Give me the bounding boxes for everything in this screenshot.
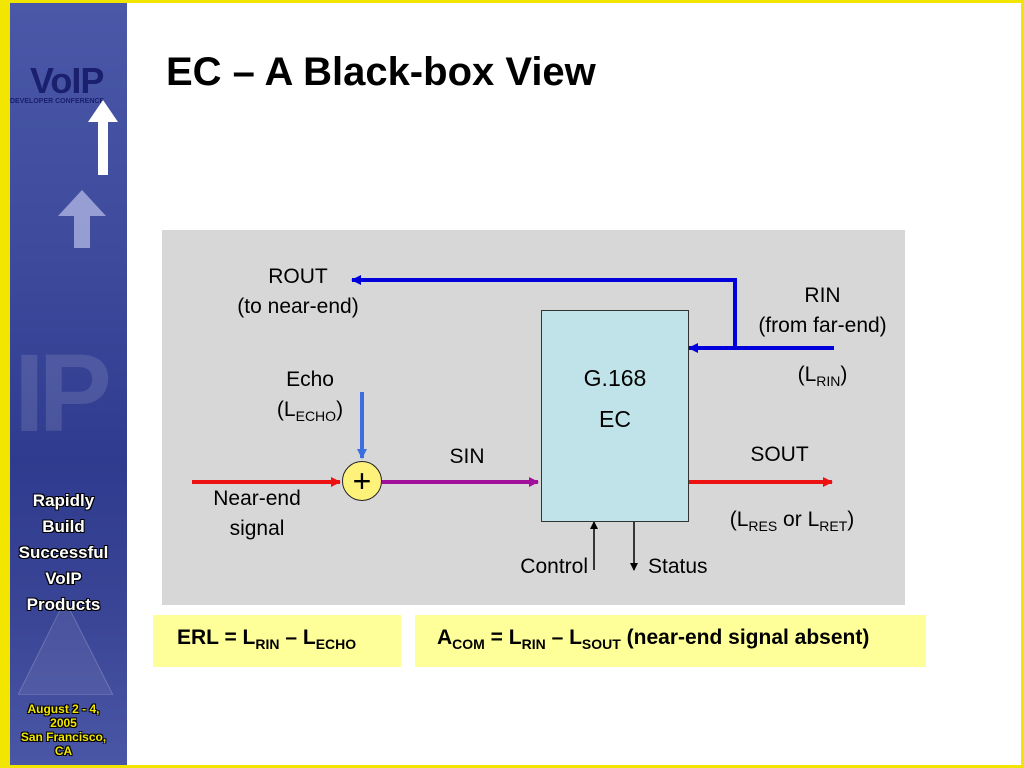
sout-label: SOUT (750, 443, 809, 466)
summing-junction: + (342, 461, 382, 501)
near-end-label: Near-end signal (213, 487, 301, 540)
ec-box-line2: EC (599, 406, 631, 432)
sin-label: SIN (449, 445, 485, 468)
ec-box-line1: G.168 (583, 365, 647, 391)
signal-arrows (192, 275, 834, 571)
status-label: Status (648, 555, 708, 578)
control-label: Control (520, 555, 588, 578)
sidebar: VoIP DEVELOPER CONFERENCE IP Rapidly Bui… (0, 0, 127, 768)
sout-level-label: (LRES or LRET) (729, 508, 855, 535)
pyramid-icon (18, 600, 113, 695)
slide-title: EC – A Black-box View (166, 50, 596, 94)
erl-formula: ERL = LRIN – LECHO (153, 615, 401, 668)
up-arrow-icon (88, 100, 118, 175)
up-arrow-icon (58, 190, 106, 248)
event-info: August 2 - 4, 2005 San Francisco, CA (20, 702, 107, 758)
rin-label: RIN (from far-end) (758, 284, 887, 337)
sidebar-tagline: Rapidly Build Successful VoIP Products (18, 491, 109, 614)
rout-label: ROUT (to near-end) (237, 265, 359, 318)
voip-logo: VoIP DEVELOPER CONFERENCE (10, 60, 127, 108)
ip-watermark-icon: IP (14, 332, 112, 455)
sidebar-accent-strip (0, 0, 10, 768)
logo-text: VoIP (30, 60, 104, 101)
g168-ec-box: G.168 EC (541, 310, 689, 522)
acom-formula: ACOM = LRIN – LSOUT (near-end signal abs… (415, 615, 926, 668)
echo-label: Echo (LECHO) (276, 368, 344, 425)
ec-diagram: G.168 EC + ROUT (to near-end) RIN (from … (162, 230, 905, 605)
logo-subtext: DEVELOPER CONFERENCE (10, 98, 105, 105)
rin-level-label: (LRIN) (797, 363, 848, 390)
